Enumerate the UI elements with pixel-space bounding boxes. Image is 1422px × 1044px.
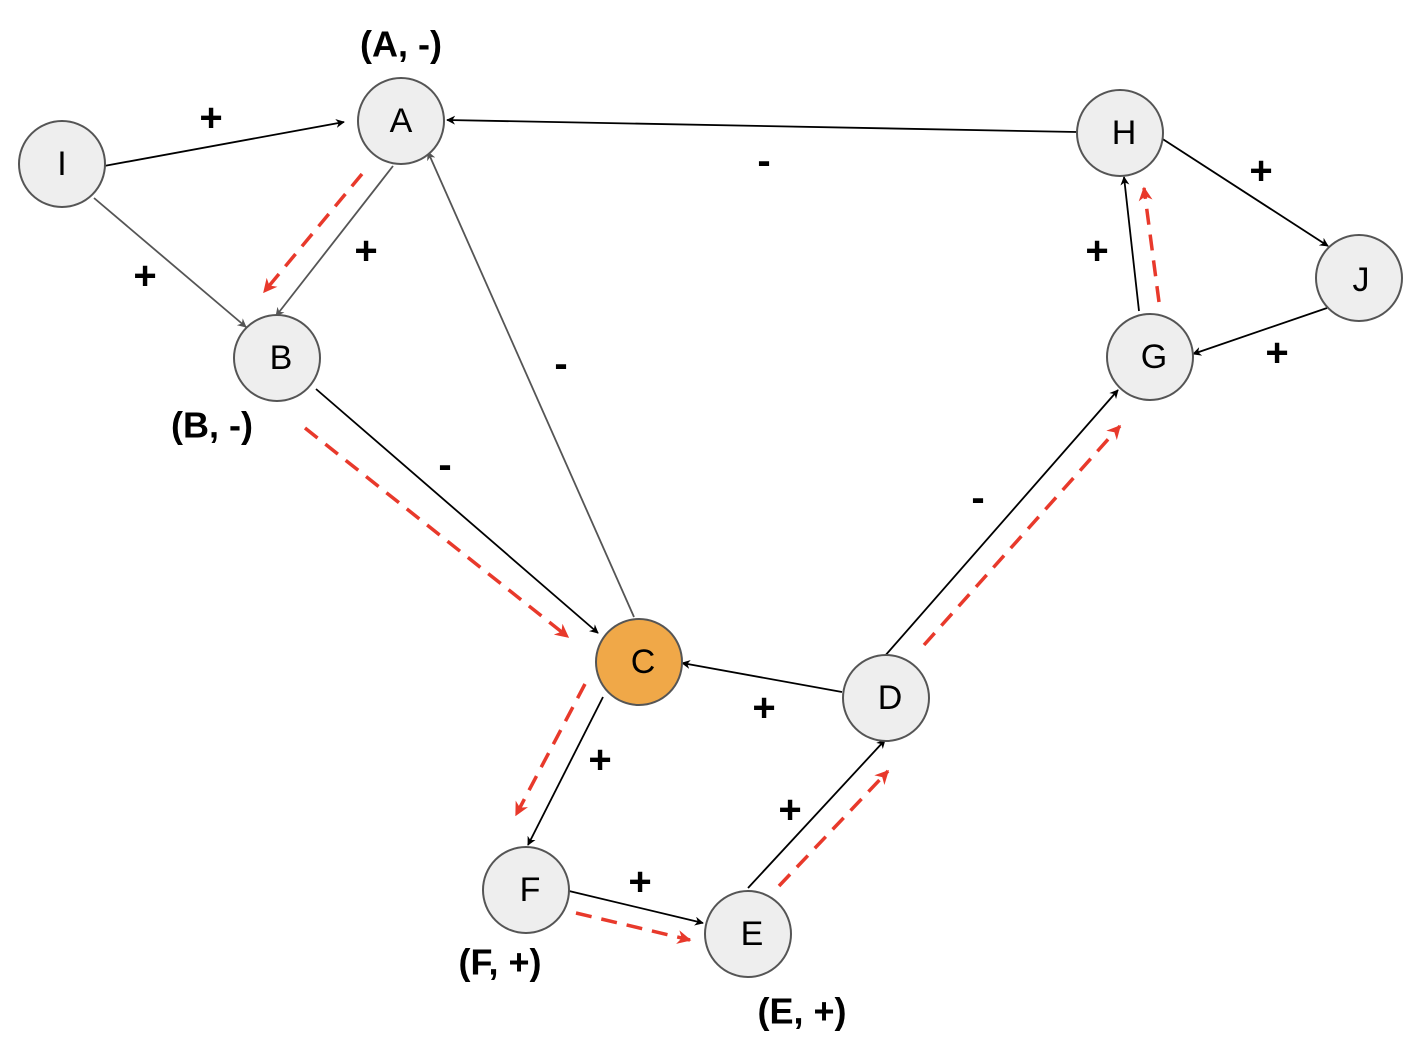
sign-label-j-g: + <box>1265 331 1288 375</box>
state-label-e: (E, +) <box>757 991 846 1032</box>
edge-h-j <box>1157 135 1329 247</box>
node-d: D <box>842 654 930 742</box>
edge-h-a <box>446 115 1078 133</box>
state-labels-layer: (A, -) (B, -) (F, +) (E, +) <box>171 24 846 1032</box>
sign-label-h-j: + <box>1249 149 1272 193</box>
edge-b-c <box>315 388 599 634</box>
path-arrow-e-d <box>777 769 890 888</box>
node-label-i: I <box>57 145 66 183</box>
path-arrow-a-b <box>262 172 364 294</box>
node-c: C <box>595 618 683 706</box>
edge-f-e <box>568 890 704 926</box>
nodes-layer: A B C D E F G H <box>18 77 1403 978</box>
node-label-g: G <box>1141 338 1167 376</box>
sign-label-e-d: + <box>778 788 801 832</box>
state-label-f: (F, +) <box>458 942 541 983</box>
sign-label-b-c: - <box>438 443 451 487</box>
path-arrow-c-f <box>514 683 587 817</box>
sign-label-g-h: + <box>1085 229 1108 273</box>
node-label-e: E <box>741 915 764 953</box>
sign-label-d-g: - <box>971 476 984 520</box>
node-a: A <box>357 77 445 165</box>
state-label-a: (A, -) <box>360 24 442 65</box>
sign-label-d-c: + <box>752 686 775 730</box>
sign-label-i-a: + <box>199 96 222 140</box>
node-label-h: H <box>1112 114 1137 152</box>
node-label-a: A <box>390 102 413 140</box>
node-label-f: F <box>520 871 541 909</box>
sign-label-f-e: + <box>628 860 651 904</box>
edge-c-f <box>527 696 604 846</box>
node-i: I <box>18 120 106 208</box>
node-e: E <box>704 890 792 978</box>
edge-signs-layer: + + + - - - + + + + - + + + <box>133 96 1288 904</box>
node-label-d: D <box>878 679 903 717</box>
edge-d-g <box>883 389 1119 658</box>
node-label-j: J <box>1353 261 1370 299</box>
edge-i-b <box>93 197 247 328</box>
highlighted-node-c <box>595 618 683 706</box>
path-arrow-f-e <box>575 911 692 944</box>
edge-c-a <box>427 151 635 618</box>
node-b: B <box>233 314 321 402</box>
sign-label-i-b: + <box>133 254 156 298</box>
node-g: G <box>1106 313 1194 401</box>
edge-j-g <box>1192 307 1328 356</box>
sign-label-c-a: - <box>554 342 567 386</box>
edges-layer <box>93 115 1329 926</box>
edge-e-d <box>747 739 886 889</box>
node-f: F <box>482 846 570 934</box>
edge-d-c <box>681 660 843 693</box>
state-label-b: (B, -) <box>171 405 253 446</box>
edge-i-a <box>103 119 345 167</box>
edge-g-h <box>1120 176 1140 312</box>
node-h: H <box>1076 89 1164 177</box>
path-arrow-d-g <box>922 424 1122 647</box>
path-arrow-g-h <box>1138 186 1161 303</box>
edge-a-b <box>275 165 394 317</box>
node-label-b: B <box>270 339 293 377</box>
sign-label-a-b: + <box>354 229 377 273</box>
node-j: J <box>1315 234 1403 322</box>
sign-label-h-a: - <box>757 139 770 183</box>
node-label-c: C <box>631 643 656 681</box>
path-arrow-b-c <box>303 426 570 639</box>
highlighted-path-layer <box>262 172 1161 944</box>
sign-label-c-f: + <box>588 738 611 782</box>
